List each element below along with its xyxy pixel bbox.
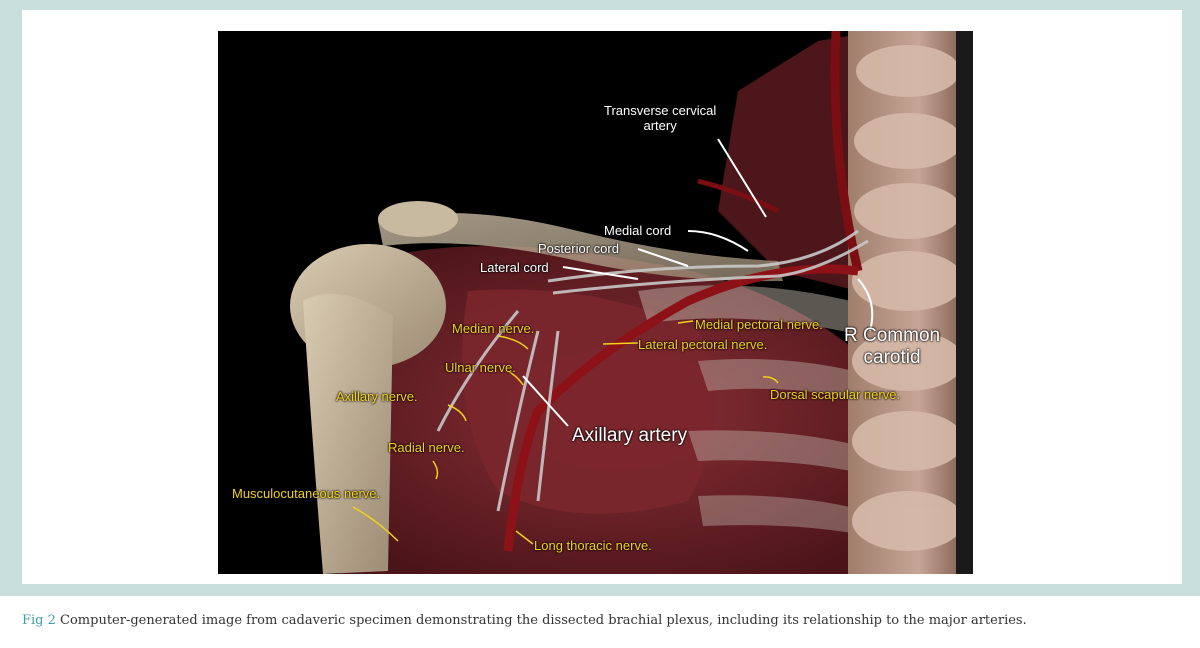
- caption-band: [0, 596, 1200, 648]
- label-dorsal-scapular-nerve: Dorsal scapular nerve.: [770, 387, 901, 402]
- label-posterior-cord: Posterior cord: [538, 241, 619, 256]
- figure-number: Fig 2: [22, 613, 56, 628]
- label-medial-cord: Medial cord: [604, 223, 672, 238]
- label-axillary-artery: Axillary artery: [572, 425, 688, 446]
- label-lateral-cord: Lateral cord: [480, 260, 549, 275]
- figure-caption: Fig 2 Computer-generated image from cada…: [22, 613, 1182, 628]
- anatomy-image: Transverse cervical artery Medial cord P…: [218, 31, 973, 574]
- dissection-illustration: [290, 31, 973, 574]
- label-ulnar-nerve: Ulnar nerve.: [445, 360, 516, 375]
- label-axillary-nerve: Axillary nerve.: [336, 389, 418, 404]
- label-long-thoracic-nerve: Long thoracic nerve.: [534, 538, 652, 553]
- label-median-nerve: Median nerve.: [452, 321, 535, 336]
- label-r-common-carotid: R Common carotid: [844, 325, 941, 368]
- label-transverse-cervical-artery: Transverse cervical artery: [604, 103, 717, 133]
- label-medial-pectoral-nerve: Medial pectoral nerve.: [695, 317, 823, 332]
- label-radial-nerve: Radial nerve.: [388, 440, 465, 455]
- label-musculocutaneous-nerve: Musculocutaneous nerve.: [232, 486, 381, 501]
- label-lateral-pectoral-nerve: Lateral pectoral nerve.: [638, 337, 768, 352]
- caption-text: Computer-generated image from cadaveric …: [55, 613, 1027, 628]
